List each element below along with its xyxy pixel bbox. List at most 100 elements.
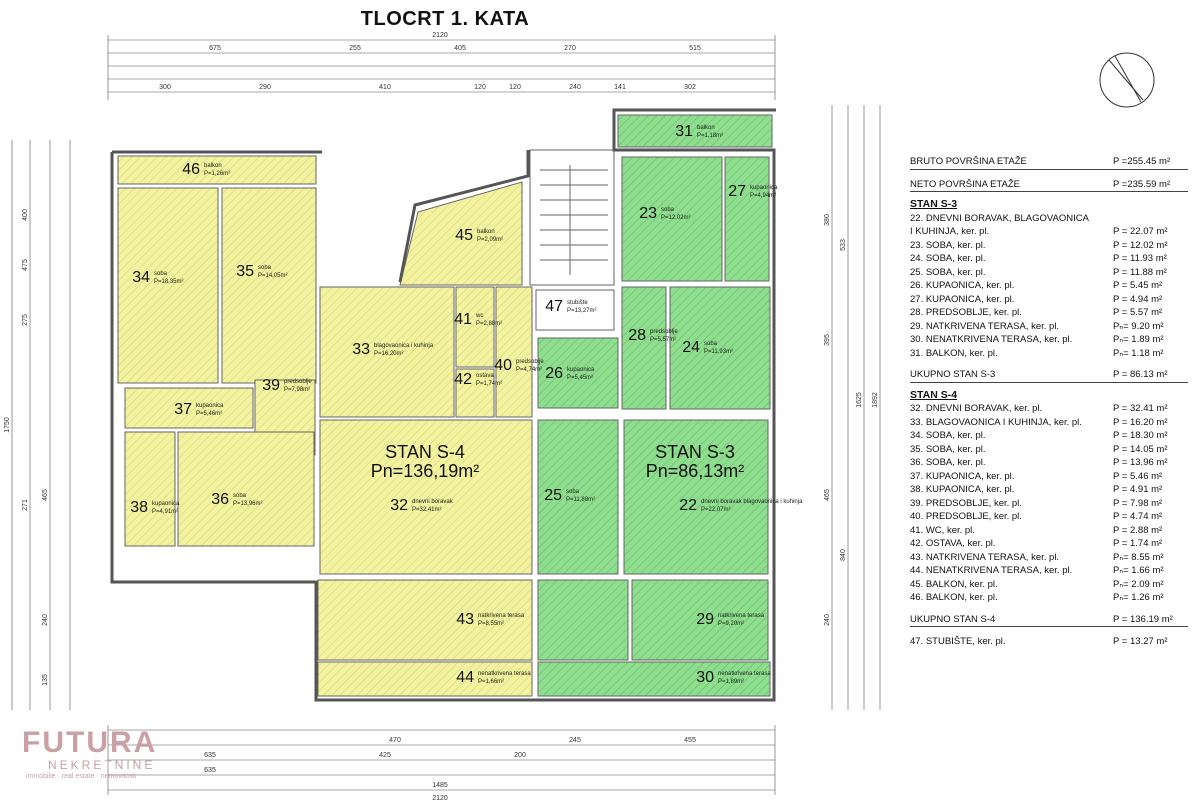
s3-room-value: P = 12.02 m² [1113,239,1168,251]
s4-room-value: Pₙ= 8.55 m² [1113,551,1164,563]
room-area: P=2,88m² [476,321,502,327]
area-legend: BRUTO POVRŠINA ETAŽE P =255.45 m² NETO P… [910,155,1188,649]
dimension-label: 1485 [432,782,448,789]
dimension-lines-bottom [107,725,776,795]
dimension-label: 255 [349,45,361,52]
s3-room-value: P = 11.88 m² [1113,266,1167,278]
room-name: wc [475,313,483,319]
dimension-label: 465 [42,489,49,501]
s4-room-row: 33. BLAGOVAONICA I KUHINJA, ker. pl. P = … [910,416,1188,430]
room-name: blagovaonica i kuhinja [374,343,434,349]
room-area: P=5,46m² [196,411,222,417]
dimension-label: 302 [684,84,696,91]
s3-room-value: P = 11.93 m² [1113,253,1167,264]
s3-title: STAN S-3 [655,442,735,462]
room-number: 37 [174,401,192,418]
s4-room-label: 44. NENATKRIVENA TERASA, ker. pl. [910,565,1073,576]
s3-header: STAN S-3 [910,198,958,210]
room-number: 40 [494,357,512,374]
dimension-label: 135 [42,674,49,686]
room-number: 46 [182,161,200,178]
room-name: nenatkrivena terasa [718,671,771,677]
logo-subtitle: NEKRETNINE [48,758,156,772]
s4-room-row: 32. DNEVNI BORAVAK, ker. pl. P = 32.41 m² [910,402,1188,416]
bruto-value: P =255.45 m² [1113,156,1171,167]
s3-total-label: UKUPNO STAN S-3 [910,369,996,380]
dimension-label: 635 [204,767,216,774]
s3-area: Pn=86,13m² [646,461,745,481]
plan-title: TLOCRT 1. KATA [360,8,530,30]
room-name: soba [704,341,718,347]
s4-title: STAN S-4 [385,442,465,462]
dimension-label: 840 [840,549,847,561]
neto-row: NETO POVRŠINA ETAŽE P =235.59 m² [910,178,1188,192]
s4-room-label: 33. BLAGOVAONICA I KUHINJA, ker. pl. [910,416,1082,428]
room-area: P=8,55m² [478,621,504,627]
s3-room-value: P = 5.45 m² [1113,280,1163,291]
room-name: dnevni boravak blagovaonica i kuhinja [701,499,803,505]
dimension-label: 405 [454,45,466,52]
dimension-label: 465 [824,489,831,501]
s3-room-row: 24. SOBA, ker. pl.P = 11.93 m² [910,252,1188,266]
s3-total-value: P = 86.13 m² [1113,369,1168,380]
dimension-lines-right [831,105,881,710]
s4-room-label: 41. WC, ker. pl. [910,524,975,536]
room-area: P=13,27m² [567,308,597,314]
s4-room-value: P = 7.98 m² [1113,497,1163,509]
s4-room-label: 45. BALKON, ker. pl. [910,578,998,590]
dimension-label: 240 [569,84,581,91]
s4-total-value: P = 136.19 m² [1113,613,1173,625]
room-name: stubište [567,300,588,306]
dimension-label: 400 [22,209,29,221]
stairwell [529,149,615,331]
room-number: 35 [236,263,254,280]
room-name: predsoblje [650,329,678,335]
room-name: natkrivena terasa [478,613,525,619]
room-area: P=1,74m² [476,381,502,387]
s4-room-row: 39. PREDSOBLJE, ker. pl.P = 7.98 m² [910,497,1188,511]
room-number: 39 [262,377,280,394]
room-number: 33 [352,341,370,358]
dimension-label: 1750 [4,417,11,433]
s4-room-row: 44. NENATKRIVENA TERASA, ker. pl.Pₙ= 1.6… [910,564,1188,578]
dimension-label: 425 [379,752,391,759]
s4-room-value: P = 2.88 m² [1113,524,1163,536]
s4-room-row: 45. BALKON, ker. pl. Pₙ= 2.09 m² [910,578,1188,592]
dimension-label: 240 [824,614,831,626]
s4-total-label: UKUPNO STAN S-4 [910,613,996,625]
s3-room-value: Pₙ= 1.18 m² [1113,347,1164,359]
room-name: kupaonica [152,501,180,507]
s3-room-row: 31. BALKON, ker. pl.Pₙ= 1.18 m² [910,347,1188,361]
stair-value: P = 13.27 m² [1113,636,1168,647]
dimension-label: 395 [824,334,831,346]
s3-room-label: 22. DNEVNI BORAVAK, BLAGOVAONICA [910,212,1089,224]
s4-room-value: Pₙ= 2.09 m² [1113,578,1164,590]
s4-room-label: 37. KUPAONICA, ker. pl. [910,470,1015,482]
room-area: P=1,18m² [697,133,723,139]
s4-room-value: P = 32.41 m² [1113,403,1168,414]
dimension-lines-left [11,140,71,710]
room-area: P=1,89m² [718,679,744,685]
room-number: 31 [675,123,693,140]
s4-room-value: P = 4.91 m² [1113,484,1163,495]
s4-room-label: 36. SOBA, ker. pl. [910,457,986,468]
dimension-label: 245 [569,737,581,744]
room-number: 43 [456,611,474,628]
apartment-s4 [117,155,533,697]
room-area: P=9,20m² [718,621,744,627]
apartment-s3 [537,114,773,697]
room-name: predsoblje [516,359,544,365]
room-name: balkon [477,229,495,235]
room-name: dnevni boravak [412,499,454,505]
dimension-label: 1892 [872,392,879,408]
s4-header: STAN S-4 [910,388,958,401]
s4-room-label: 38. KUPAONICA, ker. pl. [910,484,1015,495]
s4-total-row: UKUPNO STAN S-4 P = 136.19 m² [910,613,1188,627]
logo-tagline: immobilie · real estate · nemovitosti [26,773,137,780]
s4-room-label: 32. DNEVNI BORAVAK, ker. pl. [910,403,1043,414]
room-name: kupaonica [750,185,778,191]
s4-room-label: 35. SOBA, ker. pl. [910,443,986,455]
s4-room-value: P = 16.20 m² [1113,416,1168,428]
